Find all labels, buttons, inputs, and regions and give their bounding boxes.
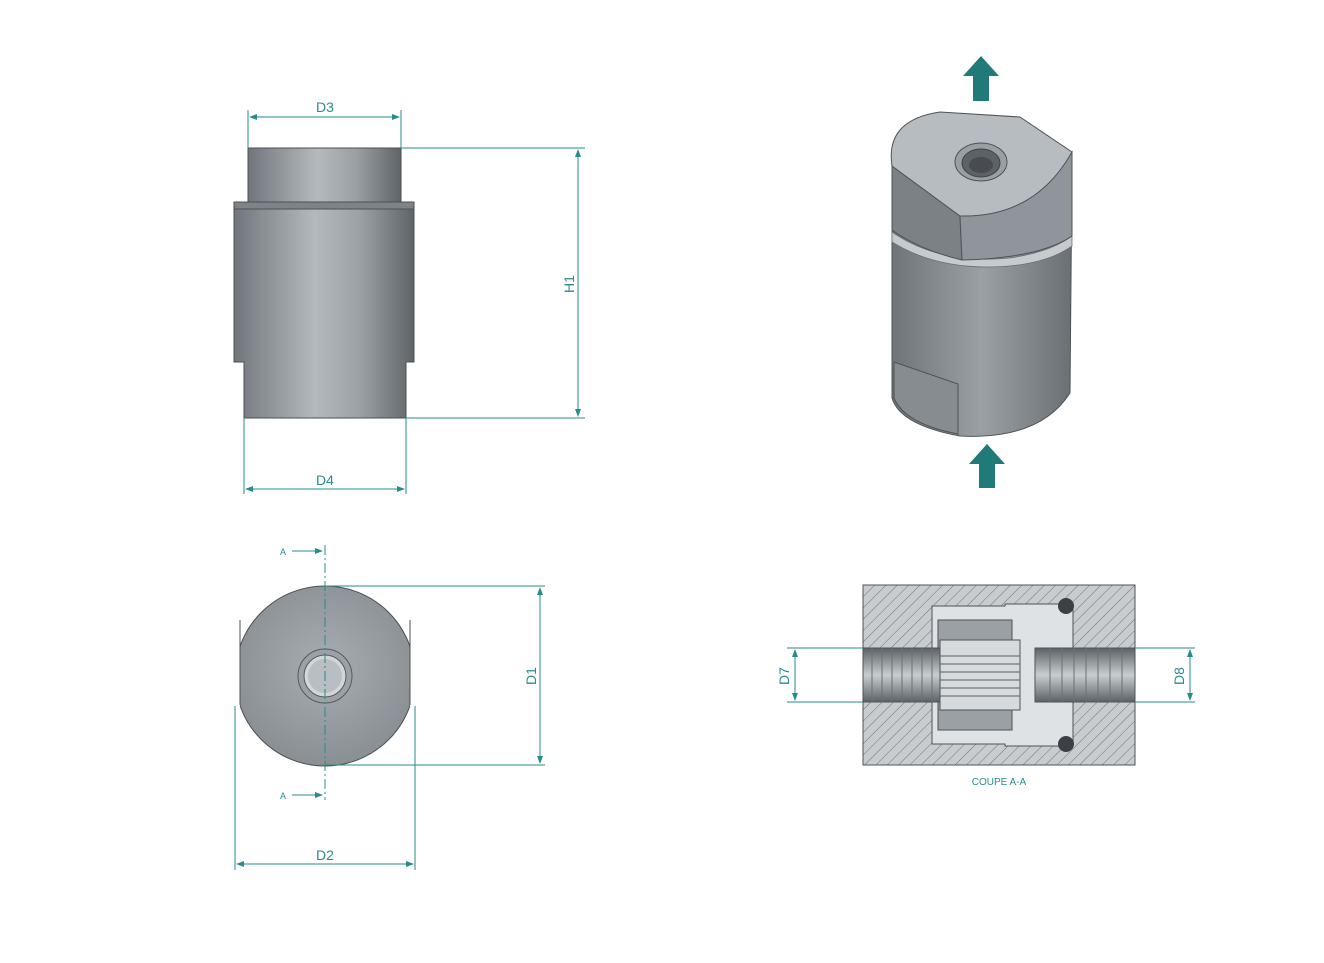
front-upper-cylinder (247, 147, 402, 204)
section-thread-right (1034, 647, 1136, 703)
front-main-body (233, 208, 415, 419)
h1-label: H1 (561, 275, 577, 293)
top-view: A A D1 D2 (234, 545, 545, 870)
d7-label: D7 (776, 667, 792, 685)
isometric-view (890, 56, 1073, 488)
iso-bottom-notch (893, 361, 959, 435)
front-groove (233, 201, 415, 210)
iso-arrow-top (963, 56, 999, 101)
d8-label: D8 (1171, 667, 1187, 685)
section-oring-top (1058, 598, 1074, 614)
top-flat-left (234, 618, 240, 706)
d2-label: D2 (316, 847, 334, 863)
section-view: D7 D8 COUPE A-A (776, 584, 1195, 788)
d3-label: D3 (316, 99, 334, 115)
top-flat-right (410, 618, 416, 706)
section-marker-bottom: A (280, 791, 286, 801)
section-marker-top: A (280, 547, 286, 557)
d4-label: D4 (316, 472, 334, 488)
section-caption: COUPE A-A (972, 777, 1027, 788)
d1-label: D1 (523, 667, 539, 685)
front-view: D3 H1 D4 (233, 99, 585, 494)
iso-arrow-bottom (969, 444, 1005, 488)
section-thread-left (862, 647, 944, 703)
section-oring-bottom (1058, 736, 1074, 752)
section-slotted-core (939, 639, 1021, 711)
